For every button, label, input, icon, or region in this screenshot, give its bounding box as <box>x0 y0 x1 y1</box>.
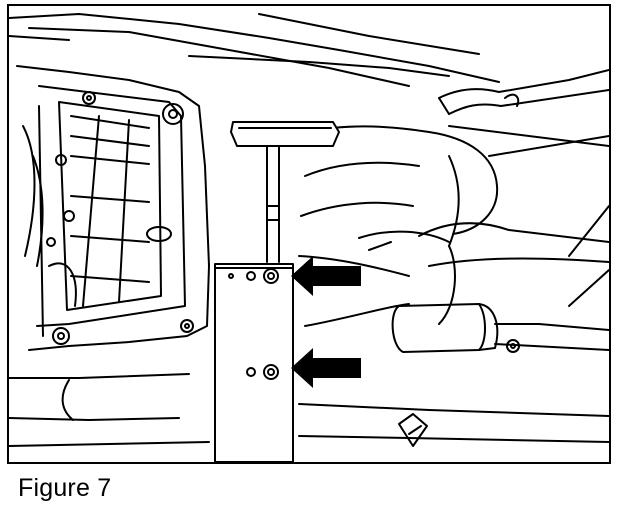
driveshaft-assembly <box>296 69 609 327</box>
transmission-housing <box>16 65 210 351</box>
floor-panel-lines <box>9 13 500 87</box>
housing-bolts <box>46 91 194 345</box>
canister <box>391 205 609 353</box>
t-handle-tool <box>230 121 340 263</box>
callout-arrow-upper <box>291 256 361 296</box>
illustration-svg <box>9 13 609 462</box>
figure-caption: Figure 7 <box>18 474 112 502</box>
lower-pipes <box>9 373 609 447</box>
callout-arrow-lower <box>291 348 361 388</box>
technical-illustration <box>7 4 611 464</box>
support-plate <box>214 263 294 462</box>
